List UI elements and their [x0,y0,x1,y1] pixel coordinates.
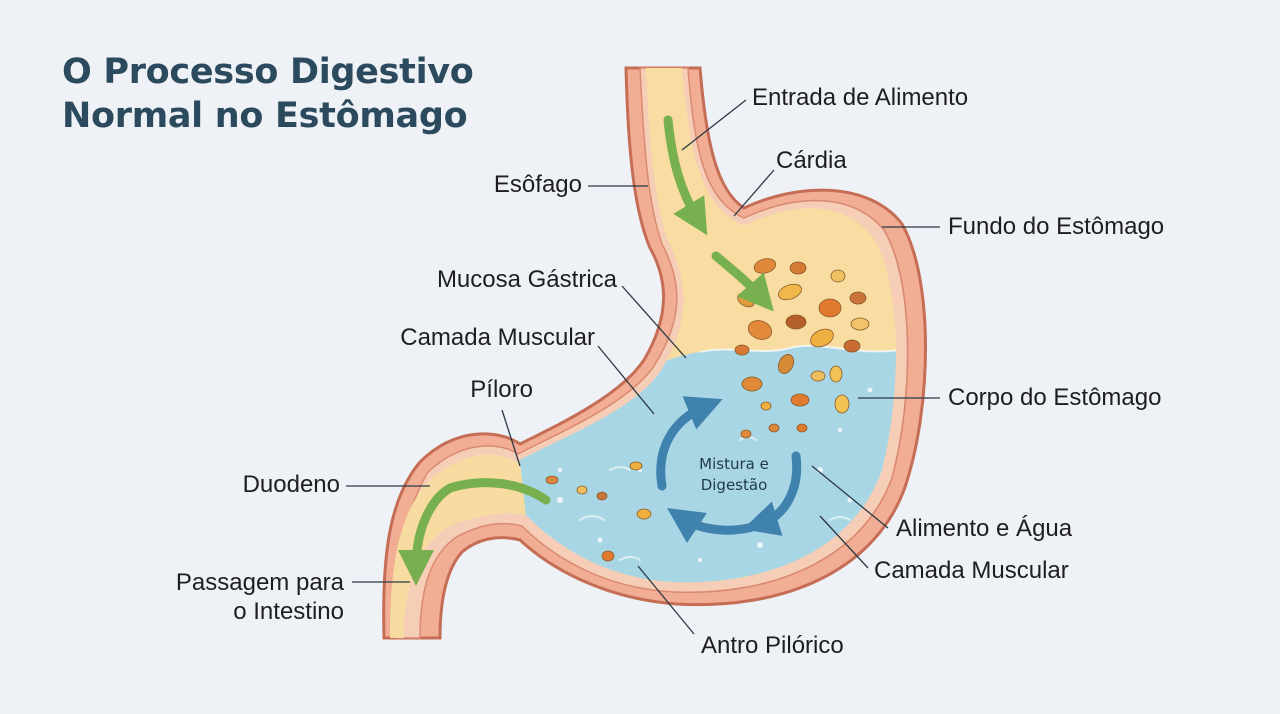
mixing-arrow-bottom [667,508,761,543]
label-stomach-body: Corpo do Estômago [948,384,1162,411]
label-pylorus: Píloro [470,376,533,403]
title-line-2: Normal no Estômago [62,96,468,136]
mixing-arrow-top [656,396,723,491]
label-passage-line-1: Passagem para [175,569,344,596]
mixing-label-line2: Digestão [701,476,768,494]
label-muscular-layer-left: Camada Muscular [400,324,595,351]
food-entry-arrow [663,115,708,236]
label-fundus: Fundo do Estômago [948,213,1165,240]
label-cardia: Cárdia [776,147,847,174]
mixing-label-line1: Mistura e [699,455,769,473]
label-duodenum: Duodeno [242,471,340,498]
mixing-arrow-right [742,451,802,536]
label-food-entry: Entrada de Alimento [752,84,969,111]
label-food-and-water: Alimento e Água [896,515,1073,542]
title-line-1: O Processo Digestivo [62,52,474,92]
label-esophagus: Esôfago [493,171,582,198]
label-passage-line-2: o Intestino [233,598,344,625]
leader-lines [346,99,940,635]
food-into-stomach-arrow [711,251,774,312]
label-gastric-mucosa: Mucosa Gástrica [436,266,617,293]
page-title: O Processo Digestivo Normal no Estômago [62,50,474,138]
label-passage-to-intestine: Passagem para o Intestino [176,568,344,626]
passage-to-intestine-arrow [398,478,551,586]
label-pyloric-antrum: Antro Pilórico [701,632,844,659]
label-muscular-layer-right: Camada Muscular [874,557,1069,584]
